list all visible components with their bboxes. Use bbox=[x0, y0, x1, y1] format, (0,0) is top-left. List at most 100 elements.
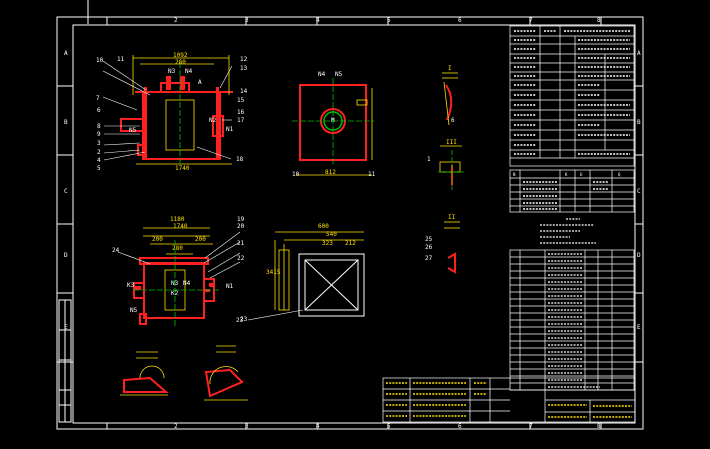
front-bottom-dim: 1740 bbox=[175, 165, 190, 172]
callout-10: 10 bbox=[96, 57, 104, 64]
front-width-inner: 280 bbox=[175, 59, 186, 66]
callout-3: 3 bbox=[97, 140, 101, 147]
front-view[interactable] bbox=[102, 55, 233, 166]
lower-mid-width-1: 600 bbox=[318, 223, 329, 230]
callout-13: 13 bbox=[240, 65, 248, 72]
callout-18: 18 bbox=[236, 156, 244, 163]
lower-left-callout-22: 22 bbox=[237, 255, 245, 262]
zone-col-3-bottom: 3 bbox=[245, 423, 249, 430]
top-callout-11: 11 bbox=[368, 171, 376, 178]
lower-left-view[interactable] bbox=[117, 227, 241, 328]
zone-col-4-bottom: 4 bbox=[316, 423, 320, 430]
lower-left-seg-1: 200 bbox=[152, 236, 163, 243]
parts-list-table[interactable] bbox=[509, 249, 635, 391]
zone-row-b-right: B bbox=[637, 119, 641, 126]
top-view-centerline bbox=[292, 78, 374, 166]
lower-left-nozzle-n5: N5 bbox=[130, 307, 138, 314]
callout-16: 16 bbox=[237, 109, 245, 116]
lower-mid-view[interactable] bbox=[247, 231, 365, 321]
detail-callout-1: 1 bbox=[427, 156, 431, 163]
zone-row-b: B bbox=[64, 119, 68, 126]
zone-col-2: 2 bbox=[174, 17, 178, 24]
binding-strip bbox=[58, 299, 72, 423]
top-callout-10: 10 bbox=[292, 171, 300, 178]
lower-left-fill bbox=[135, 283, 215, 292]
top-width-dim: 812 bbox=[325, 169, 336, 176]
nozzle-n4: N4 bbox=[185, 68, 193, 75]
front-view-leaders bbox=[102, 60, 233, 161]
zone-row-a: A bbox=[64, 50, 68, 57]
detail-callout-27: 27 bbox=[425, 255, 433, 262]
zone-row-d-right: D bbox=[637, 252, 641, 259]
lower-mid-width-3: 323 bbox=[322, 240, 333, 247]
zone-row-c: C bbox=[64, 188, 68, 195]
detail-label-i: I bbox=[448, 65, 452, 72]
callout-6: 6 bbox=[97, 107, 101, 114]
lower-mid-callout-23: 23 bbox=[240, 316, 248, 323]
detail-callout-26: 26 bbox=[425, 244, 433, 251]
lower-left-callout-24: 24 bbox=[112, 247, 120, 254]
nozzle-table-header-k: K bbox=[565, 172, 568, 177]
lower-left-centerline bbox=[133, 240, 220, 328]
top-view[interactable] bbox=[292, 78, 374, 176]
zone-col-8: 8 bbox=[597, 17, 601, 24]
weld-detail-right[interactable] bbox=[204, 345, 248, 401]
front-view-fill bbox=[144, 76, 219, 159]
zone-col-8-bottom: 8 bbox=[597, 423, 601, 430]
callout-14: 14 bbox=[240, 88, 248, 95]
zone-row-a-right: A bbox=[637, 50, 641, 57]
nozzle-n5: N5 bbox=[129, 127, 137, 134]
callout-7: 7 bbox=[96, 95, 100, 102]
lower-mid-outline bbox=[298, 253, 365, 317]
lower-mid-leader bbox=[247, 309, 304, 321]
lower-left-nozzle-n1: N1 bbox=[226, 283, 234, 290]
lower-mid-side: 3415 bbox=[266, 269, 281, 276]
nozzle-n1: N1 bbox=[226, 126, 234, 133]
spec-sheet-table[interactable] bbox=[509, 25, 635, 167]
callout-12: 12 bbox=[240, 56, 248, 63]
zone-col-2-bottom: 2 bbox=[174, 423, 178, 430]
drawing-border bbox=[56, 16, 644, 430]
callout-15: 15 bbox=[237, 97, 245, 104]
lower-left-leaders bbox=[117, 231, 241, 279]
callout-11: 11 bbox=[117, 56, 125, 63]
notes-block bbox=[540, 218, 596, 244]
lower-left-nozzle-n3: N3 bbox=[171, 280, 179, 287]
detail-views[interactable] bbox=[438, 72, 464, 274]
lower-mid-shell bbox=[274, 231, 364, 311]
callout-4: 4 bbox=[97, 157, 101, 164]
lower-left-nozzle-k2: K2 bbox=[171, 290, 179, 297]
parts-list-text bbox=[548, 253, 600, 388]
top-nozzle-m: M bbox=[331, 117, 335, 124]
top-nozzle-n5: N5 bbox=[335, 71, 343, 78]
lower-left-seg-2: 200 bbox=[195, 236, 206, 243]
zone-ticks bbox=[57, 17, 643, 429]
front-view-inner bbox=[132, 55, 232, 165]
lower-mid-width-2: 540 bbox=[326, 231, 337, 238]
zone-col-5: 5 bbox=[387, 17, 391, 24]
lower-left-nozzle-k3: K3 bbox=[127, 282, 135, 289]
lower-left-width-top: 1180 bbox=[170, 216, 185, 223]
lower-left-callout-19: 19 bbox=[237, 216, 245, 223]
lower-mid-width-4: 212 bbox=[345, 240, 356, 247]
detail-callout-6: 6 bbox=[451, 117, 455, 124]
title-block-text bbox=[386, 382, 632, 418]
zone-col-7-bottom: 7 bbox=[529, 423, 533, 430]
nozzle-n2: N2 bbox=[209, 117, 217, 124]
nozzle-table-text bbox=[523, 181, 609, 210]
detail-centerline bbox=[438, 150, 464, 192]
callout-9: 9 bbox=[97, 131, 101, 138]
top-nozzle-n4: N4 bbox=[318, 71, 326, 78]
callout-2: 2 bbox=[97, 149, 101, 156]
zone-col-7: 7 bbox=[529, 17, 533, 24]
title-block[interactable] bbox=[382, 377, 636, 423]
zone-col-5-bottom: 5 bbox=[387, 423, 391, 430]
callout-8: 8 bbox=[97, 123, 101, 130]
zone-col-3: 3 bbox=[245, 17, 249, 24]
lower-left-callout-21: 21 bbox=[237, 240, 245, 247]
nozzle-table[interactable] bbox=[509, 169, 635, 213]
lower-left-callout-23: 23 bbox=[236, 317, 244, 324]
zone-row-d: D bbox=[64, 252, 68, 259]
weld-detail-left[interactable] bbox=[120, 351, 169, 396]
